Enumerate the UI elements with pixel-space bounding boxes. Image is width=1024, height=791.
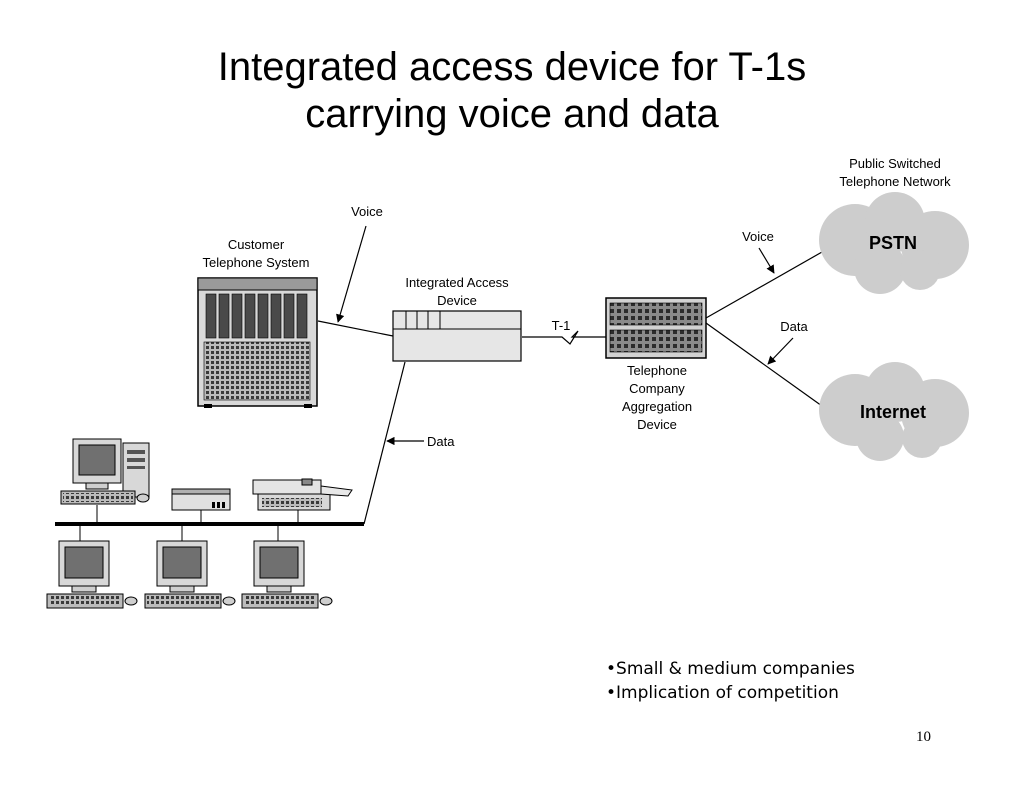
aggregation-label-line-1: Telephone bbox=[627, 363, 687, 378]
slide-title: Integrated access device for T-1s carryi… bbox=[0, 44, 1024, 138]
page-number: 10 bbox=[916, 729, 931, 745]
voice-right-label: Voice bbox=[742, 229, 774, 244]
aggregation-to-internet-line bbox=[705, 322, 823, 407]
title-line-1: Integrated access device for T-1s bbox=[217, 45, 807, 89]
aggregation-label-line-4: Device bbox=[637, 417, 677, 432]
internet-label: Internet bbox=[860, 402, 926, 422]
iad-label-line-2: Device bbox=[437, 293, 477, 308]
bullet-item: •Small & medium companies bbox=[606, 659, 855, 679]
aggregation-label-line-2: Company bbox=[629, 381, 685, 396]
annotation-arrows bbox=[336, 225, 794, 446]
integrated-access-device bbox=[392, 310, 522, 362]
iad-to-lan-line bbox=[363, 361, 406, 525]
connection-lines bbox=[317, 251, 823, 525]
data-right-arrow bbox=[767, 337, 794, 365]
lan-drops bbox=[79, 505, 299, 541]
internet-cloud bbox=[819, 362, 969, 461]
voice-left-arrow bbox=[336, 225, 367, 323]
pstn-caption-line-1: Public Switched bbox=[849, 156, 941, 171]
pbx-to-iad-line bbox=[317, 320, 394, 337]
workstation-1 bbox=[46, 540, 138, 609]
data-right-label: Data bbox=[780, 319, 808, 334]
printer bbox=[252, 478, 353, 511]
bullet-item: •Implication of competition bbox=[606, 683, 839, 703]
voice-right-arrow bbox=[758, 247, 775, 274]
title-line-2: carrying voice and data bbox=[305, 92, 719, 136]
aggregation-device bbox=[605, 297, 707, 359]
aggregation-label-line-3: Aggregation bbox=[622, 399, 692, 414]
customer-label-line-2: Telephone System bbox=[203, 255, 310, 270]
data-left-label: Data bbox=[427, 434, 455, 449]
diagram-labels: Public Switched Telephone Network Voice … bbox=[203, 156, 952, 449]
pstn-label: PSTN bbox=[869, 233, 917, 253]
workstation-3 bbox=[241, 540, 333, 609]
aggregation-to-pstn-line bbox=[705, 251, 823, 319]
customer-label-line-1: Customer bbox=[228, 237, 285, 252]
pstn-cloud bbox=[819, 192, 969, 294]
iad-label-line-1: Integrated Access bbox=[405, 275, 509, 290]
bullet-list: •Small & medium companies •Implication o… bbox=[606, 657, 855, 705]
t1-link bbox=[522, 330, 606, 345]
t1-label: T-1 bbox=[552, 318, 571, 333]
desktop-workstation bbox=[60, 438, 150, 505]
network-hub bbox=[171, 488, 231, 511]
voice-left-label: Voice bbox=[351, 204, 383, 219]
customer-telephone-system bbox=[197, 277, 318, 408]
workstation-2 bbox=[144, 540, 236, 609]
pstn-caption-line-2: Telephone Network bbox=[839, 174, 951, 189]
